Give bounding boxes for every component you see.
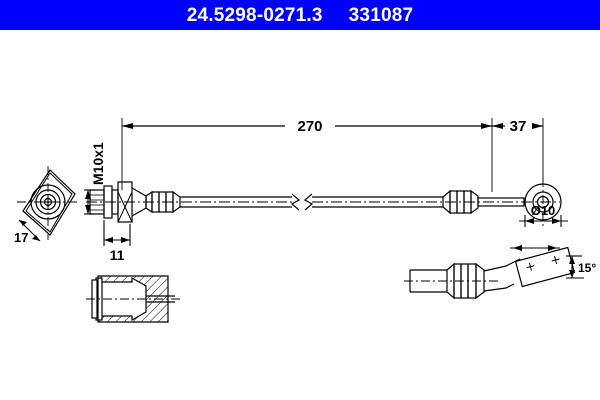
angle-label: 15° [578, 261, 596, 275]
angled-detail-dimension-ticks [510, 245, 560, 251]
dimension-11-arrow-left [104, 237, 113, 243]
end-face-inner-outline [25, 172, 73, 233]
dimension-extension-lines [121, 118, 544, 192]
eye-diameter-label: Ø10 [531, 203, 556, 218]
dimension-37-arrow-right [532, 123, 543, 129]
angled-dim-arrow-left [513, 245, 522, 251]
thread-dimension-marks [84, 189, 95, 215]
banjo-stem [477, 197, 525, 207]
thread-arrow-top [85, 190, 91, 199]
title-banner: 24.5298-0271.3 331087 [0, 0, 600, 30]
dimension-270-arrow-right [481, 123, 492, 129]
dimension-270-label: 270 [297, 118, 322, 135]
dimension-11 [103, 220, 131, 246]
drawing-canvas: 17 [14, 118, 596, 323]
dimension-11-label: 11 [110, 247, 125, 263]
break-symbol-right [303, 193, 314, 211]
drawing-area: 17 [0, 30, 600, 400]
title-banner-text: 24.5298-0271.3 331087 [0, 0, 600, 30]
reference-number: 331087 [348, 4, 414, 26]
angle-arrow-top [569, 256, 575, 264]
dimension-17-arrow-start [19, 220, 27, 226]
dimension-37 [492, 123, 543, 129]
thread-label: M10x1 [90, 142, 106, 185]
angled-neck-top [483, 258, 521, 272]
angled-neck-bottom [483, 283, 515, 292]
hex-cross-2 [117, 191, 133, 223]
hose-body [180, 193, 443, 211]
dimension-17-label: 17 [14, 230, 28, 245]
dimension-270-arrow-left [122, 123, 133, 129]
angle-arrow-bottom [569, 270, 575, 278]
angled-block [514, 246, 576, 288]
angled-block-cross-1v [528, 262, 532, 271]
angled-ferrule-flare-right [475, 262, 485, 300]
section-outline [97, 275, 169, 323]
dimension-eye-diameter [519, 215, 568, 227]
angled-block-cross-2v [554, 256, 558, 265]
part-number: 24.5298-0271.3 [186, 4, 323, 26]
angled-dim-arrow-right [548, 245, 557, 251]
dimension-17-arrow-end [32, 235, 40, 241]
break-symbol-left [290, 193, 301, 211]
dimension-270 [122, 123, 492, 129]
dimension-37-label: 37 [510, 118, 527, 135]
dimension-17 [18, 219, 41, 242]
angled-end-detail-view [409, 246, 576, 300]
eye-diameter-arrow-left [525, 218, 534, 224]
angled-block-group [514, 246, 576, 288]
dimension-37-arrow-left [492, 123, 503, 129]
thread-arrow-bottom [85, 205, 91, 214]
right-ferrule-right-flare [470, 189, 479, 215]
angle-marks [566, 255, 584, 279]
dimension-11-arrow-right [121, 237, 130, 243]
eye-diameter-arrow-right [552, 218, 561, 224]
end-face-center-cross [43, 197, 53, 207]
